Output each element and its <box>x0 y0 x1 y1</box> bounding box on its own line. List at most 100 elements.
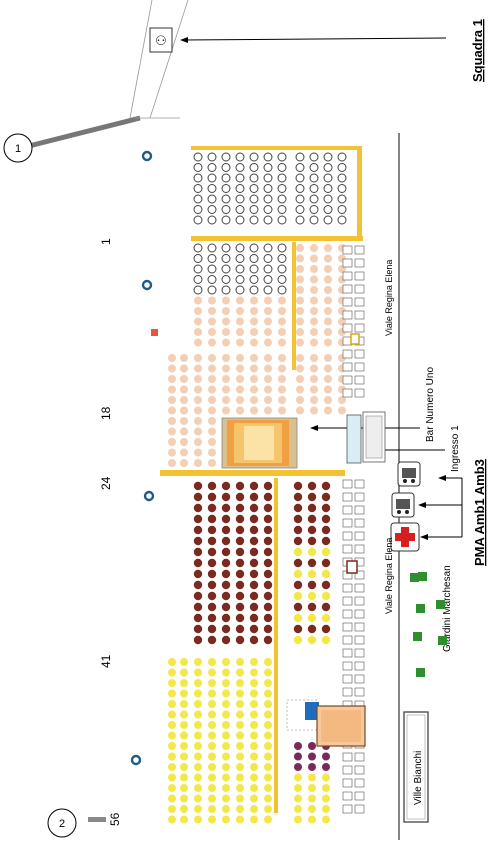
seat <box>168 679 176 687</box>
seat <box>249 635 259 645</box>
seat <box>337 163 347 172</box>
seat <box>264 679 272 687</box>
seat <box>180 375 188 383</box>
seat <box>235 547 245 557</box>
seat <box>310 307 318 315</box>
seat <box>321 547 331 557</box>
seat <box>321 569 331 579</box>
seat-box <box>354 765 365 775</box>
seat <box>294 773 302 782</box>
seat <box>264 773 272 782</box>
seat <box>263 580 273 590</box>
seat <box>278 406 286 415</box>
seat <box>307 536 317 546</box>
seat <box>337 173 347 183</box>
seat <box>278 354 286 362</box>
seat <box>278 328 286 336</box>
seat <box>310 275 318 284</box>
seat <box>264 805 272 813</box>
seat <box>235 481 245 491</box>
seat <box>221 163 231 172</box>
seat <box>208 406 216 415</box>
seat <box>250 317 258 326</box>
seat-box <box>354 492 365 502</box>
marker-1-circle <box>3 133 33 163</box>
seat <box>235 624 245 634</box>
seat <box>323 205 333 214</box>
seat <box>194 794 202 803</box>
seat <box>337 194 347 204</box>
seat-box <box>342 596 353 606</box>
top-bar <box>191 146 361 150</box>
seat <box>296 406 304 415</box>
seat <box>264 700 272 708</box>
seat <box>194 700 202 708</box>
seat <box>208 296 216 305</box>
seat-box <box>342 323 353 333</box>
seat <box>277 184 287 193</box>
seat <box>236 307 244 315</box>
trees-group <box>410 572 447 677</box>
seat <box>235 184 245 193</box>
seat <box>193 194 203 204</box>
seat <box>321 503 331 513</box>
seat-box <box>342 635 353 645</box>
seat-box <box>342 349 353 359</box>
seat-box <box>354 583 365 593</box>
seat <box>263 173 273 183</box>
seat <box>277 215 287 225</box>
ambulance-icon <box>397 461 421 487</box>
seat <box>249 536 259 546</box>
seat <box>296 307 304 315</box>
seat <box>249 254 259 263</box>
brown-outline-square <box>346 560 358 574</box>
seat <box>168 763 176 771</box>
seat <box>207 503 217 513</box>
seat <box>221 569 231 579</box>
seat <box>296 275 304 284</box>
seat <box>207 152 217 162</box>
seat-box <box>342 661 353 671</box>
tree-marker <box>436 600 445 609</box>
seat <box>307 492 317 502</box>
seat <box>250 328 258 336</box>
seat <box>296 265 304 273</box>
seat <box>309 194 319 204</box>
viale-label-mid: Viale Regina Elena <box>384 538 394 614</box>
aisle-bar-lower <box>274 478 278 813</box>
seat <box>277 194 287 204</box>
seat <box>249 514 259 524</box>
seat <box>222 700 230 708</box>
seat <box>324 317 332 326</box>
seat <box>235 591 245 601</box>
seat <box>296 244 304 252</box>
seat <box>222 338 230 347</box>
seat <box>208 375 216 383</box>
seat-box <box>342 258 353 268</box>
seat <box>324 286 332 294</box>
seat <box>264 721 272 729</box>
seat <box>263 275 273 284</box>
seat <box>208 805 216 813</box>
seat <box>208 710 216 719</box>
bar-building <box>221 417 298 469</box>
seat-box <box>342 505 353 515</box>
seat <box>264 815 272 824</box>
seat <box>294 794 302 803</box>
seat <box>250 784 258 792</box>
seat <box>295 173 305 183</box>
seat <box>310 406 318 415</box>
seat <box>235 194 245 204</box>
seat <box>193 275 203 284</box>
seat <box>236 794 244 803</box>
seat <box>235 205 245 214</box>
seat-box <box>354 388 365 398</box>
seat <box>321 602 331 612</box>
yellow-outline-square <box>350 333 360 345</box>
seat <box>321 481 331 491</box>
seat <box>180 658 188 666</box>
seat <box>208 721 216 729</box>
seat <box>323 215 333 225</box>
seat <box>308 805 316 813</box>
seat <box>236 396 244 404</box>
